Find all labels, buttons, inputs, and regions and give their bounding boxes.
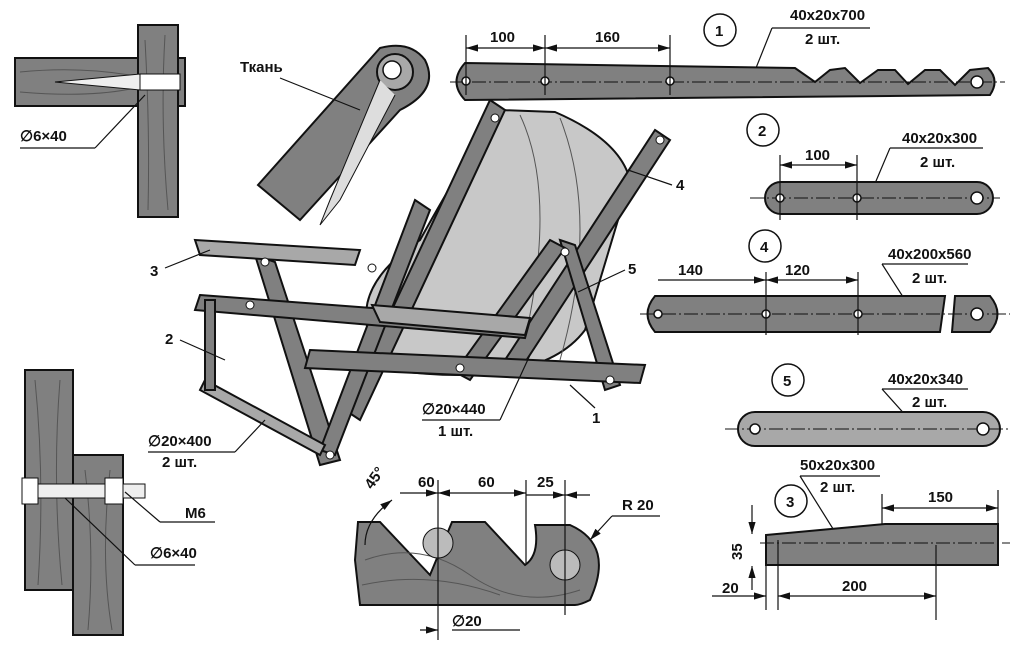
screw-joint-detail: ∅6×40 xyxy=(14,24,186,218)
hook-dim-60a: 60 xyxy=(418,474,435,491)
part-3-qty: 2 шт. xyxy=(820,479,855,496)
callout-5: 5 xyxy=(628,261,636,278)
part-1-size: 40x20x700 xyxy=(790,7,865,24)
fabric-label: Ткань xyxy=(240,59,283,76)
part-4-size: 40x200x560 xyxy=(888,246,971,263)
screw-label: ∅6×40 xyxy=(20,128,67,145)
part-2-dim-100: 100 xyxy=(805,147,830,164)
part-5-size: 40x20x340 xyxy=(888,371,963,388)
part-2-size: 40x20x300 xyxy=(902,130,977,147)
part-1: 1 40x20x700 2 шт. 100 160 xyxy=(450,7,1005,102)
hook-radius: R 20 xyxy=(622,497,654,514)
part-2-number: 2 xyxy=(758,123,766,140)
hook-dim-60b: 60 xyxy=(478,474,495,491)
part-1-qty: 2 шт. xyxy=(805,31,840,48)
part-5: 5 40x20x340 2 шт. xyxy=(725,363,1010,447)
part-3-number: 3 xyxy=(786,494,794,511)
rod-mid-size: ∅20×440 xyxy=(422,401,486,418)
part-3: 3 50x20x300 2 шт. 150 35 20 200 xyxy=(712,457,1010,620)
part-5-qty: 2 шт. xyxy=(912,394,947,411)
part-5-number: 5 xyxy=(783,373,791,390)
hook-dim-25: 25 xyxy=(537,474,554,491)
hook-detail: 60 60 25 45° R 20 ∅20 xyxy=(353,464,660,640)
bolt-label: M6 xyxy=(185,505,206,522)
hook-diameter: ∅20 xyxy=(452,613,482,630)
rod-front-qty: 2 шт. xyxy=(162,454,197,471)
bolt-joint-detail: M6 ∅6×40 xyxy=(21,369,215,636)
dowel-label: ∅6×40 xyxy=(150,545,197,562)
part-3-dim-20: 20 xyxy=(722,580,739,597)
part-2-qty: 2 шт. xyxy=(920,154,955,171)
callout-4: 4 xyxy=(676,177,685,194)
rod-front-size: ∅20×400 xyxy=(148,433,212,450)
callout-2: 2 xyxy=(165,331,173,348)
hook-angle: 45° xyxy=(361,464,388,492)
rod-mid-qty: 1 шт. xyxy=(438,423,473,440)
callout-1: 1 xyxy=(592,410,600,427)
part-4: 4 40x200x560 2 шт. 140 120 xyxy=(640,229,1010,335)
part-1-dim-160: 160 xyxy=(595,29,620,46)
part-3-dim-35: 35 xyxy=(729,543,746,560)
part-3-dim-150: 150 xyxy=(928,489,953,506)
fabric-detail: Ткань xyxy=(240,44,430,226)
part-3-size: 50x20x300 xyxy=(800,457,875,474)
part-2: 2 40x20x300 2 шт. 100 xyxy=(746,113,1000,220)
part-4-number: 4 xyxy=(760,239,769,256)
part-4-qty: 2 шт. xyxy=(912,270,947,287)
part-3-dim-200: 200 xyxy=(842,578,867,595)
callout-3: 3 xyxy=(150,263,158,280)
part-4-dim-120: 120 xyxy=(785,262,810,279)
part-1-number: 1 xyxy=(715,23,723,40)
chair-assembly: 3 2 4 5 1 ∅20×400 2 шт. ∅20×440 1 шт. xyxy=(148,98,685,471)
part-1-dim-100: 100 xyxy=(490,29,515,46)
bolt-icon xyxy=(24,483,146,499)
part-4-dim-140: 140 xyxy=(678,262,703,279)
